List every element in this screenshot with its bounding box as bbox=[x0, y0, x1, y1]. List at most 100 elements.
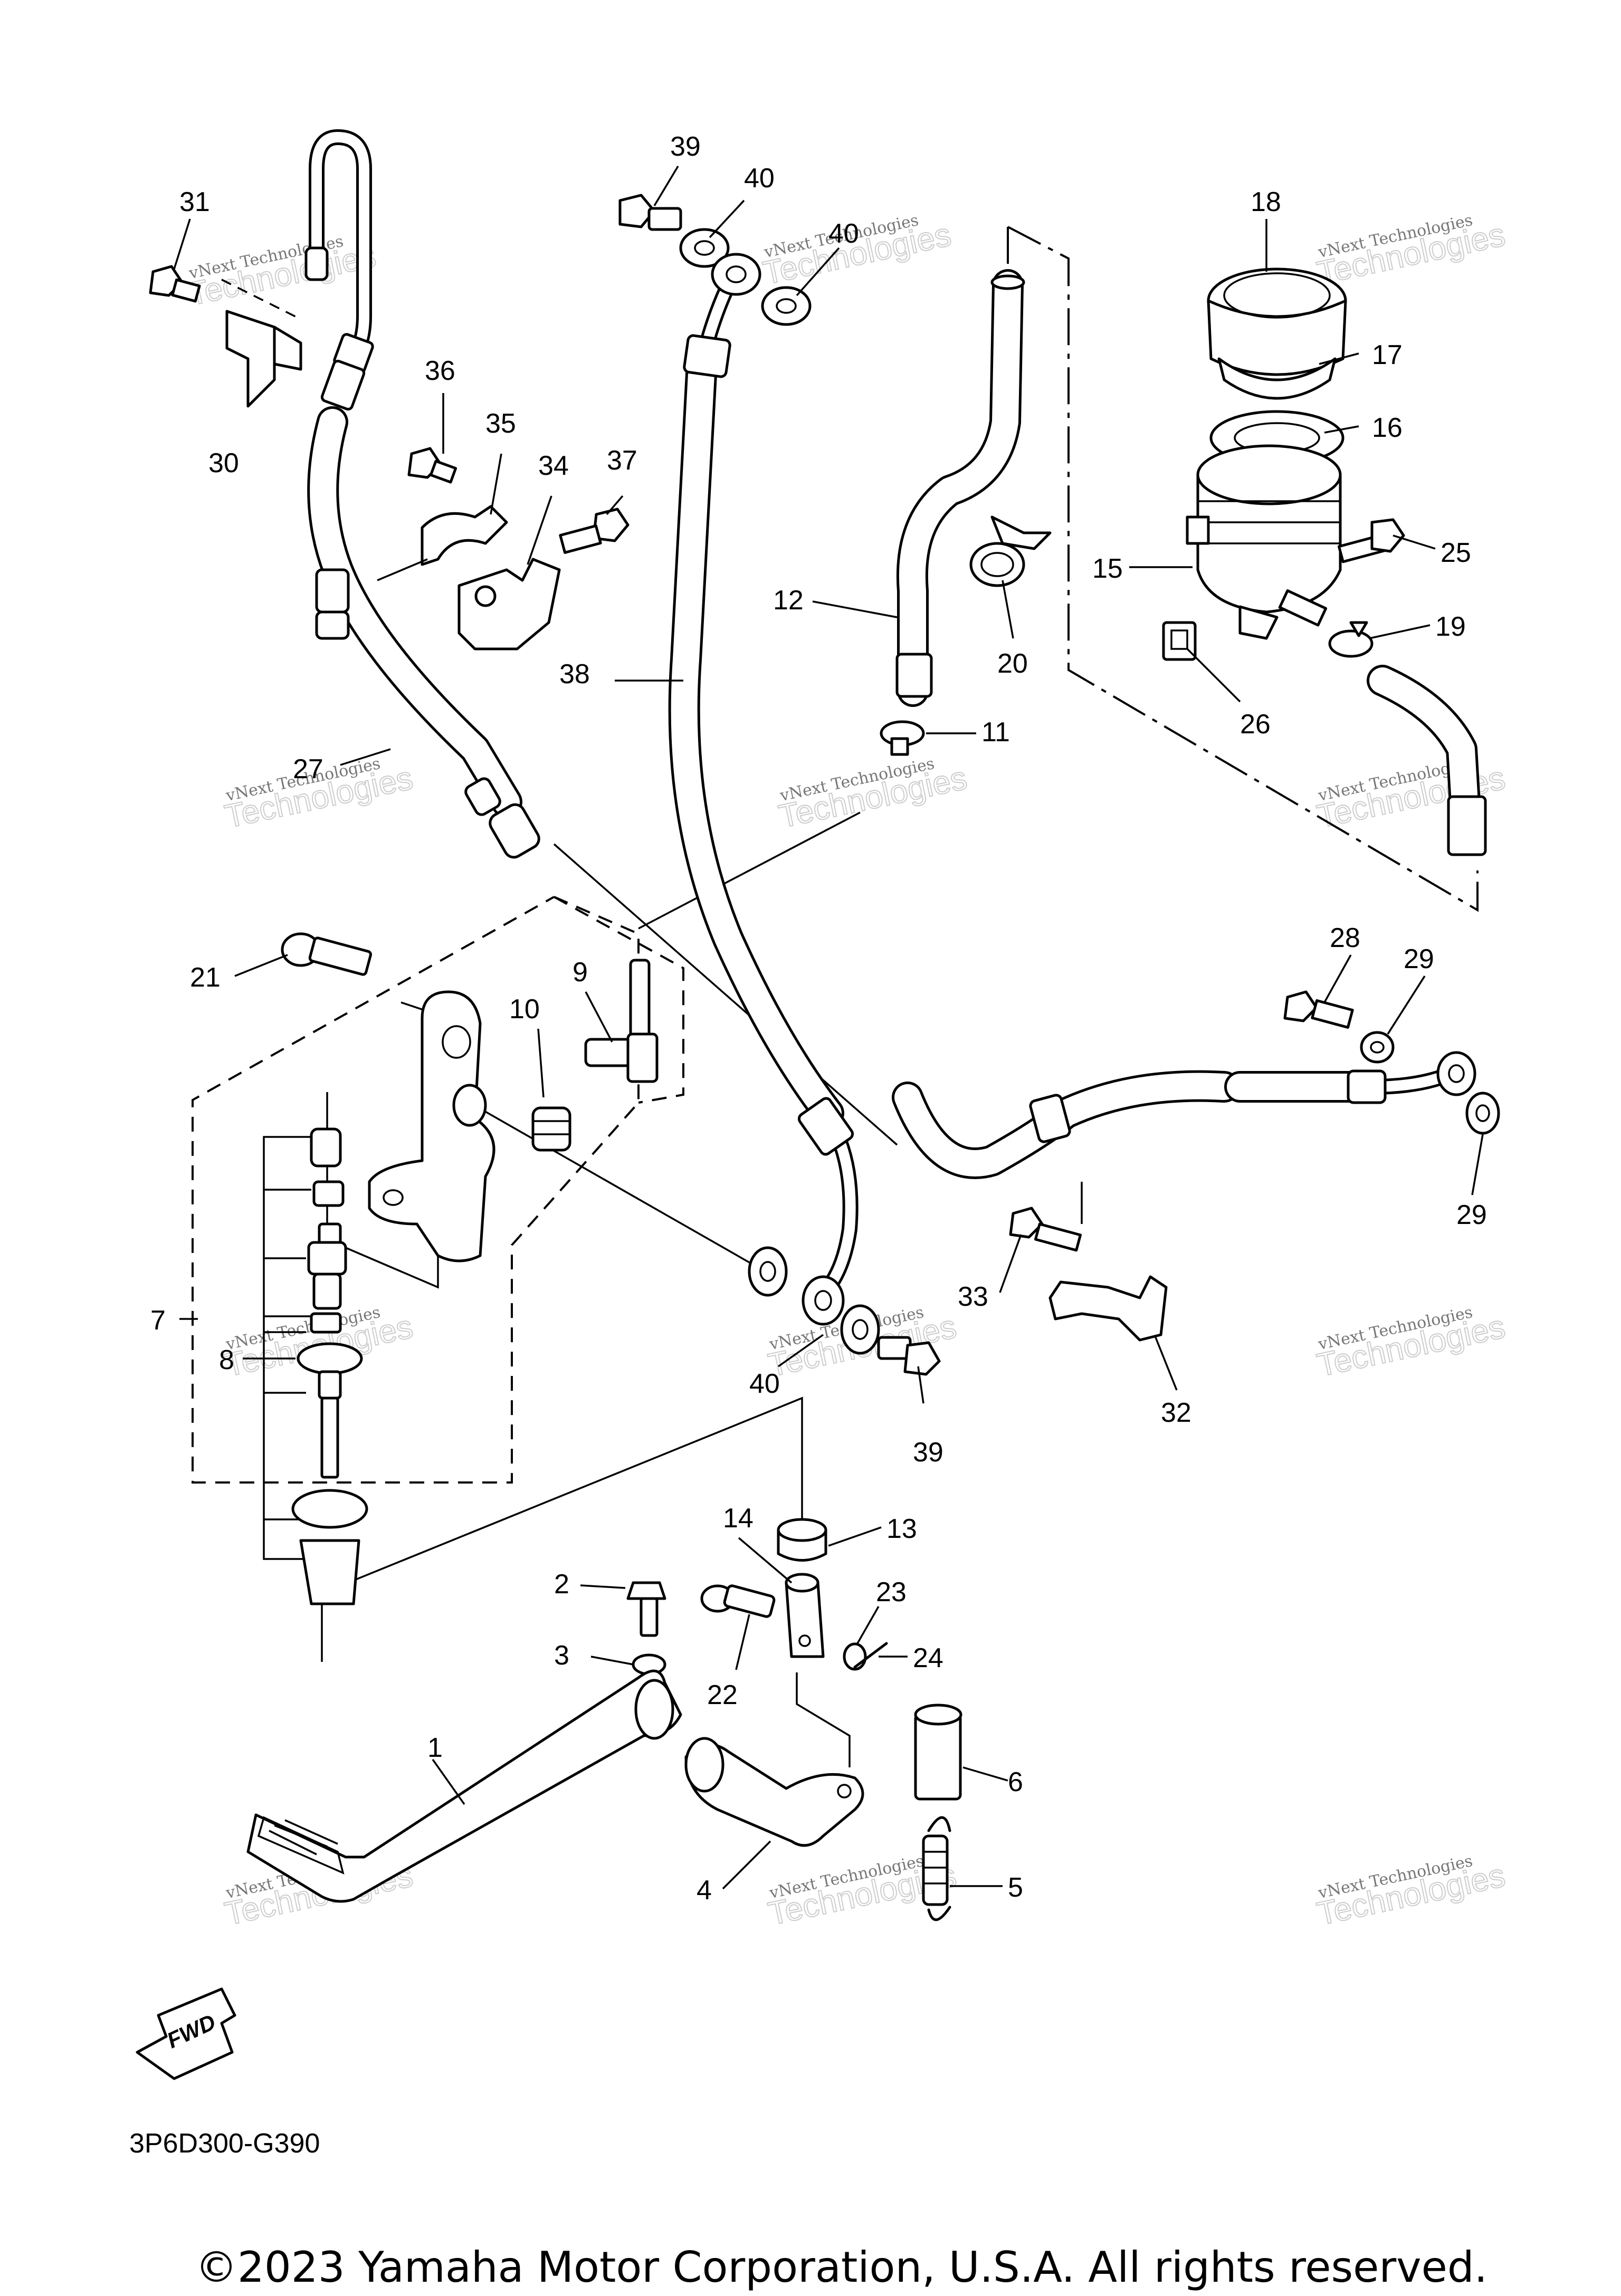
master-cylinder-body bbox=[368, 990, 495, 1262]
bolt-28 bbox=[1283, 990, 1354, 1029]
label-29b: 29 bbox=[1456, 1200, 1487, 1230]
reference-lines bbox=[192, 226, 1479, 1767]
hose-grommet-right bbox=[1029, 1094, 1071, 1143]
collar-6 bbox=[914, 1704, 962, 1801]
washer-40b bbox=[761, 286, 812, 326]
bolt-2 bbox=[626, 1581, 666, 1637]
bolt-21 bbox=[281, 932, 372, 976]
washer-40a bbox=[679, 228, 730, 268]
link-line-13 bbox=[321, 1396, 803, 1662]
banjo-fitting-top bbox=[711, 253, 761, 296]
label-39a: 39 bbox=[670, 131, 701, 162]
watermark: Technologies vNext Technologies bbox=[1313, 1303, 1509, 1384]
label-18: 18 bbox=[1251, 187, 1281, 217]
label-1: 1 bbox=[427, 1733, 443, 1763]
label-40a: 40 bbox=[744, 163, 775, 194]
label-11: 11 bbox=[981, 717, 1010, 748]
label-40c: 40 bbox=[749, 1369, 780, 1399]
label-38: 38 bbox=[559, 659, 590, 690]
link-line-14 bbox=[796, 1672, 851, 1767]
hose-fitting-38-top bbox=[683, 334, 731, 378]
nut-26 bbox=[1162, 621, 1197, 661]
nut-13 bbox=[777, 1518, 827, 1562]
bracket-34 bbox=[457, 558, 561, 650]
spring-10 bbox=[531, 1106, 571, 1152]
part-labels: 1 2 3 4 5 6 7 8 9 10 11 12 13 14 15 16 1… bbox=[150, 131, 1487, 1906]
hose-12-end bbox=[895, 653, 933, 698]
bracket-7 bbox=[263, 1136, 338, 1560]
washer-23 bbox=[843, 1642, 867, 1671]
label-5: 5 bbox=[1008, 1872, 1023, 1903]
link-line-27 bbox=[553, 843, 898, 1146]
label-22: 22 bbox=[707, 1680, 738, 1710]
label-2: 2 bbox=[554, 1569, 569, 1600]
reservoir-boundary bbox=[1007, 226, 1479, 912]
watermark: Technologies vNext Technologies bbox=[1313, 1852, 1509, 1933]
reservoir-body-15 bbox=[1186, 444, 1342, 640]
label-31: 31 bbox=[179, 187, 210, 217]
cotter-pin-24 bbox=[853, 1642, 888, 1669]
assembly-box-7 bbox=[192, 896, 640, 1484]
label-37: 37 bbox=[607, 445, 637, 476]
diaphragm-plate-17 bbox=[1217, 357, 1337, 400]
cylinder-internals-7 bbox=[291, 1127, 368, 1605]
label-13: 13 bbox=[886, 1514, 917, 1544]
banjo-fitting-right bbox=[1436, 1051, 1476, 1096]
label-4: 4 bbox=[697, 1875, 712, 1906]
label-20: 20 bbox=[997, 648, 1028, 679]
label-14: 14 bbox=[723, 1503, 754, 1534]
hose-end-27 bbox=[489, 803, 540, 859]
fwd-arrow-icon: FWD bbox=[136, 1987, 236, 2080]
watermark: Technologies vNext Technologies bbox=[1313, 211, 1509, 292]
link-line-31 bbox=[221, 279, 296, 318]
bolt-39-top bbox=[618, 194, 682, 231]
label-26: 26 bbox=[1240, 709, 1271, 740]
clamp-20 bbox=[969, 515, 1052, 587]
label-40b: 40 bbox=[828, 218, 859, 249]
grommet-27a bbox=[315, 568, 350, 614]
label-27: 27 bbox=[293, 754, 323, 785]
banjo-fitting-bottom bbox=[802, 1275, 845, 1326]
watermark: Technologies vNext Technologies bbox=[184, 232, 379, 313]
hoses bbox=[307, 129, 1483, 1295]
pin-22 bbox=[700, 1584, 776, 1618]
label-30: 30 bbox=[208, 448, 239, 479]
clip-19 bbox=[1328, 621, 1374, 658]
washer-40c bbox=[748, 1246, 788, 1297]
copyright-notice: ©2023 Yamaha Motor Corporation, U.S.A. A… bbox=[195, 2243, 1487, 2292]
hose-12-top bbox=[990, 274, 1025, 290]
washer-29b bbox=[1465, 1092, 1500, 1135]
label-36: 36 bbox=[425, 356, 455, 386]
label-15: 15 bbox=[1092, 553, 1123, 584]
hose-fitting-right bbox=[1347, 1069, 1387, 1104]
parts: FWD bbox=[136, 194, 1500, 2080]
hose-end-right bbox=[1447, 795, 1487, 856]
bolt-31 bbox=[149, 265, 201, 303]
reservoir-cap-18 bbox=[1207, 267, 1347, 376]
clip-11 bbox=[880, 720, 925, 756]
spring-5 bbox=[922, 1816, 951, 1921]
label-17: 17 bbox=[1372, 340, 1403, 370]
label-32: 32 bbox=[1161, 1398, 1191, 1428]
label-7: 7 bbox=[150, 1305, 166, 1336]
washer-29a bbox=[1360, 1031, 1395, 1064]
clip-35 bbox=[421, 505, 508, 566]
label-28: 28 bbox=[1330, 923, 1360, 953]
pedal-shaft-4 bbox=[684, 1737, 864, 1847]
bracket-30 bbox=[225, 310, 276, 408]
label-25: 25 bbox=[1441, 538, 1471, 568]
hose-fitting-38-bottom bbox=[797, 1097, 854, 1156]
label-29a: 29 bbox=[1404, 944, 1434, 974]
bolt-25 bbox=[1337, 518, 1405, 563]
bracket-32 bbox=[1048, 1275, 1168, 1342]
clevis-14 bbox=[785, 1573, 825, 1658]
label-39b: 39 bbox=[913, 1437, 943, 1468]
washer-40d bbox=[840, 1304, 880, 1355]
label-9: 9 bbox=[573, 957, 588, 988]
label-8: 8 bbox=[219, 1345, 234, 1375]
fitting-upper bbox=[304, 246, 329, 281]
label-33: 33 bbox=[958, 1281, 988, 1312]
link-line-11 bbox=[638, 811, 861, 930]
bolt-39-bottom bbox=[877, 1336, 941, 1376]
